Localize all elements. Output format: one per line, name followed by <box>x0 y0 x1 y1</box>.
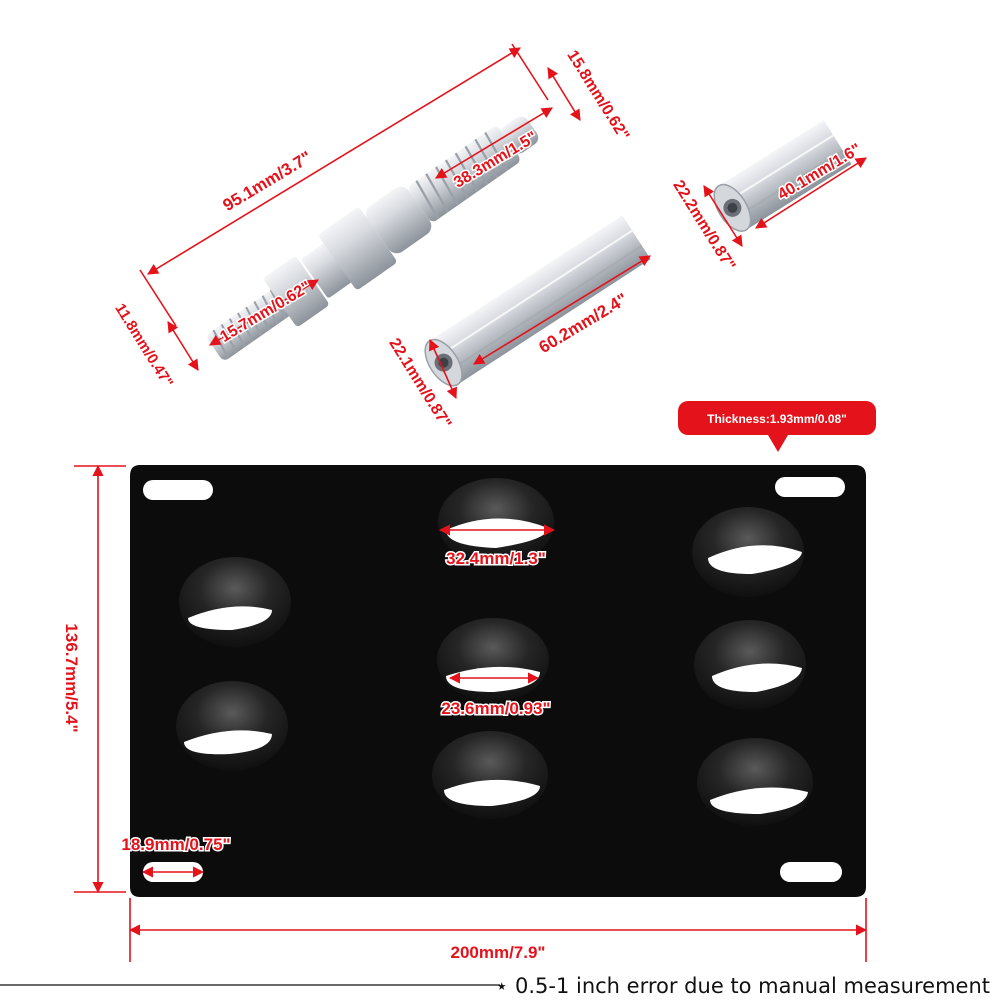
bolt-diameter-label: 15.8mm/0.62" <box>563 48 632 144</box>
mount-slot <box>179 557 291 647</box>
mount-slot <box>697 738 813 826</box>
plate-height-label: 136.7mm/5.4" <box>62 623 81 732</box>
mount-slot <box>437 618 549 702</box>
corner-slot-top-right <box>775 477 845 497</box>
top-slot-label: 32.4mm/1.3" <box>446 549 546 568</box>
mount-slot <box>692 507 804 597</box>
corner-slot-label: 18.9mm/0.75" <box>121 835 230 854</box>
measurement-note: ⋆ 0.5-1 inch error due to manual measure… <box>495 974 990 998</box>
mount-slot <box>176 681 288 771</box>
thickness-badge: Thickness:1.93mm/0.08" <box>678 401 876 452</box>
plate-width-label: 200mm/7.9" <box>450 943 545 962</box>
center-slot-label: 23.6mm/0.93" <box>441 699 550 718</box>
short-spacer <box>713 120 852 232</box>
thickness-label: Thickness:1.93mm/0.08" <box>707 412 847 426</box>
mount-slot <box>694 620 806 710</box>
corner-slot-top-left <box>143 480 213 500</box>
dimension-lines <box>74 43 868 962</box>
mount-slot <box>432 731 548 819</box>
bolt-tip-label: 11.8mm/0.47" <box>111 301 176 391</box>
corner-slot-bottom-right <box>780 862 842 882</box>
